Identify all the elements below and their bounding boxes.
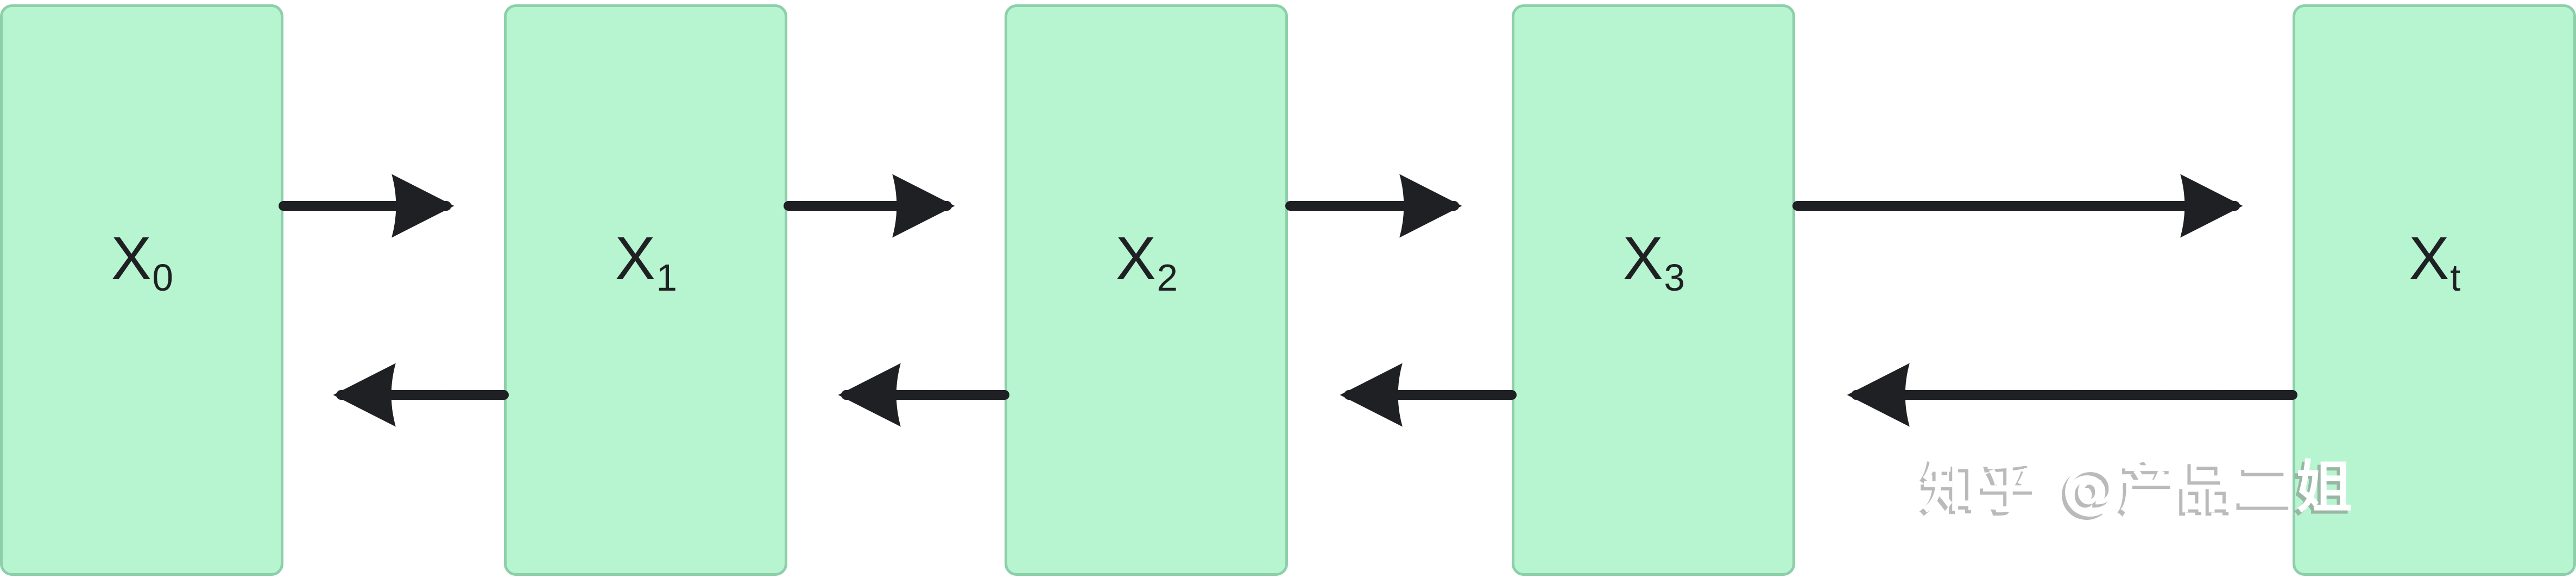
node-box-x0: X0	[0, 4, 283, 576]
node-box-x2: X2	[1005, 4, 1288, 576]
node-label-subscript: 2	[1157, 256, 1178, 299]
watermark-text: 知乎 @产品二姐	[1922, 454, 2355, 520]
node-box-xt: Xt	[2293, 4, 2576, 576]
node-label-x0: X0	[111, 228, 173, 297]
node-label-xt: Xt	[2409, 228, 2460, 297]
node-label-x1: X1	[615, 228, 677, 297]
node-label-x2: X2	[1115, 228, 1178, 297]
node-label-base: X	[1115, 224, 1157, 292]
node-label-subscript: 1	[656, 256, 678, 299]
node-label-subscript: 0	[152, 256, 174, 299]
node-label-x3: X3	[1622, 228, 1685, 297]
node-label-base: X	[2409, 224, 2449, 292]
node-box-x3: X3	[1512, 4, 1795, 576]
node-label-subscript: t	[2450, 256, 2461, 299]
node-label-base: X	[615, 224, 656, 292]
node-label-base: X	[111, 224, 152, 292]
node-label-subscript: 3	[1664, 256, 1685, 299]
node-label-base: X	[1622, 224, 1664, 292]
node-box-x1: X1	[504, 4, 787, 576]
